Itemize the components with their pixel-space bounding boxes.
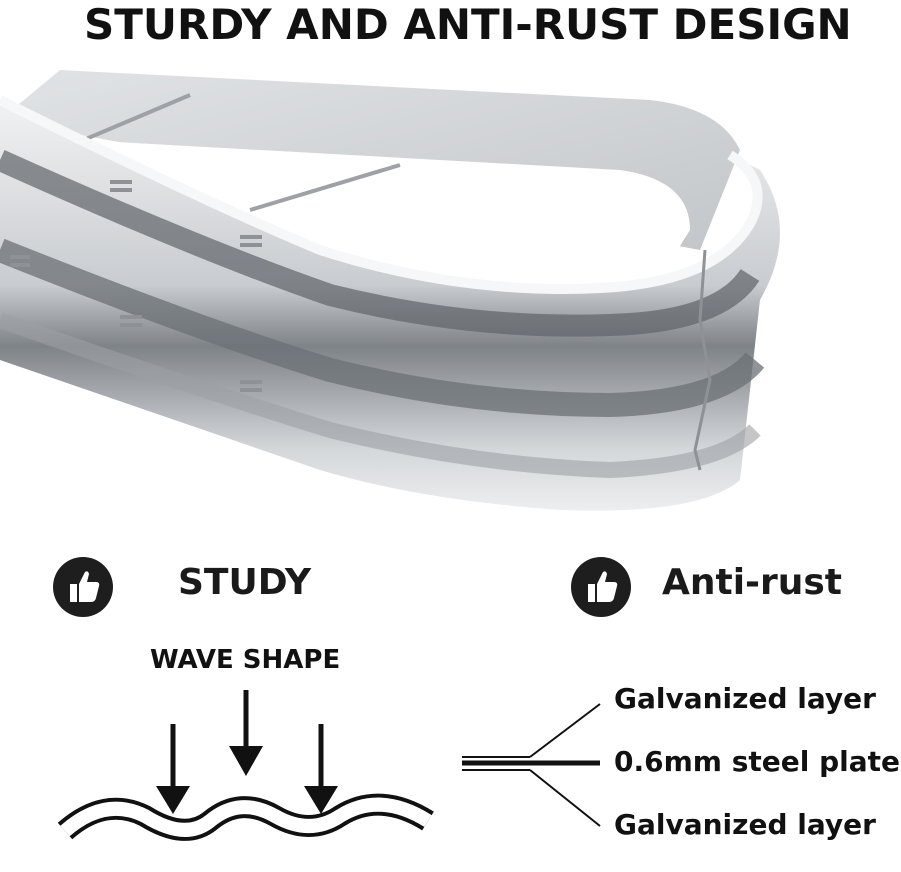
feature-study-label: STUDY	[178, 562, 312, 603]
wave-shape-diagram	[57, 690, 434, 841]
layer-diagram	[462, 703, 601, 827]
thumbs-up-icon	[53, 557, 113, 617]
layer-top-label: Galvanized layer	[614, 682, 876, 715]
layer-middle-label: 0.6mm steel plate	[614, 745, 900, 778]
feature-anti-rust-label: Anti-rust	[662, 562, 842, 603]
layer-bottom-label: Galvanized layer	[614, 808, 876, 841]
wave-shape-label: WAVE SHAPE	[150, 645, 341, 675]
garden-bed-photo	[0, 70, 780, 511]
page-title: STURDY AND ANTI-RUST DESIGN	[84, 0, 852, 49]
thumbs-up-icon	[571, 557, 631, 617]
